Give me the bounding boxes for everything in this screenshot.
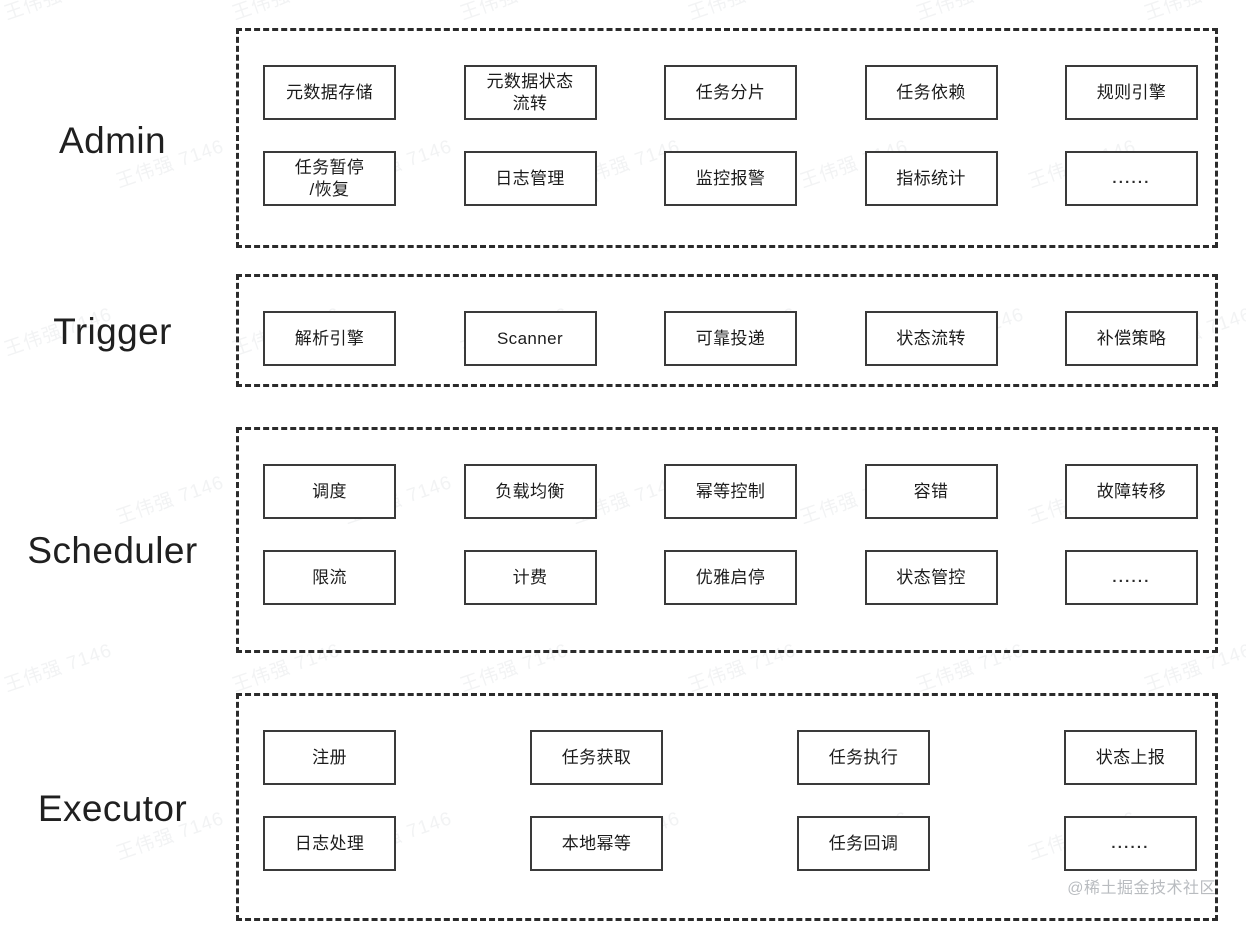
- item-label: 元数据存储: [286, 82, 373, 102]
- item-box-more[interactable]: ......: [1065, 550, 1198, 605]
- item-box[interactable]: 幂等控制: [664, 464, 797, 519]
- item-box[interactable]: 优雅启停: [664, 550, 797, 605]
- item-label: 容错: [913, 481, 949, 501]
- item-label: 状态上报: [1095, 747, 1166, 767]
- item-box[interactable]: 任务回调: [797, 816, 930, 871]
- item-box[interactable]: 限流: [263, 550, 396, 605]
- item-label: 本地幂等: [561, 833, 632, 853]
- item-label: 补偿策略: [1096, 328, 1167, 348]
- layer-container-executor: 注册 任务获取 任务执行 状态上报日志处理 本地幂等 任务回调......: [236, 693, 1218, 921]
- item-label: 故障转移: [1096, 481, 1167, 501]
- item-label: 任务分片: [695, 82, 766, 102]
- item-label: 规则引擎: [1096, 82, 1167, 102]
- item-box-more[interactable]: ......: [1065, 151, 1198, 206]
- item-box[interactable]: 容错: [864, 464, 998, 519]
- item-label: 限流: [312, 567, 347, 587]
- item-box[interactable]: 元数据状态 流转: [463, 65, 597, 120]
- item-label: 任务获取: [561, 747, 632, 767]
- layer-container-admin: 元数据存储 元数据状态 流转 任务分片 任务依赖 规则引擎任务暂停 /恢复 日志管理 监控报…: [236, 28, 1218, 248]
- item-box[interactable]: 计费: [463, 550, 597, 605]
- item-box[interactable]: 故障转移: [1065, 464, 1198, 519]
- layer-label-admin: Admin: [59, 120, 166, 161]
- watermark-text: 王伟强 7146: [1, 640, 115, 697]
- item-box[interactable]: 调度: [263, 464, 396, 519]
- item-box[interactable]: Scanner: [463, 311, 597, 366]
- layer-label-scheduler: Scheduler: [27, 530, 198, 571]
- item-box[interactable]: 可靠投递: [664, 311, 797, 366]
- item-label: ......: [1112, 568, 1151, 586]
- item-label: 指标统计: [896, 168, 966, 188]
- item-box[interactable]: 规则引擎: [1065, 65, 1198, 120]
- item-box[interactable]: 解析引擎: [263, 311, 396, 366]
- item-label: 元数据状态 流转: [486, 71, 574, 113]
- community-credit: @稀土掘金技术社区: [1067, 880, 1216, 897]
- item-label: 日志管理: [495, 168, 565, 188]
- item-label: 日志处理: [294, 833, 365, 853]
- watermark-text: 王伟强 7146: [228, 0, 343, 26]
- item-box[interactable]: 本地幂等: [530, 816, 663, 871]
- item-label: 解析引擎: [294, 328, 365, 348]
- layer-label-trigger: Trigger: [53, 311, 172, 352]
- item-label: 任务回调: [828, 833, 899, 853]
- item-box[interactable]: 任务执行: [797, 730, 930, 785]
- item-box[interactable]: 任务获取: [530, 730, 663, 785]
- item-label: ......: [1112, 169, 1151, 187]
- item-label: 负载均衡: [495, 481, 565, 501]
- layer-label-executor: Executor: [37, 788, 188, 829]
- item-label: 幂等控制: [695, 481, 766, 501]
- item-label: 状态流转: [896, 328, 966, 348]
- watermark-text: 王伟强 7146: [684, 0, 799, 26]
- item-box[interactable]: 状态流转: [864, 311, 998, 366]
- item-label: 可靠投递: [695, 328, 766, 348]
- item-box[interactable]: 状态管控: [864, 550, 998, 605]
- item-box[interactable]: 补偿策略: [1065, 311, 1198, 366]
- item-box[interactable]: 指标统计: [864, 151, 998, 206]
- item-box[interactable]: 监控报警: [664, 151, 797, 206]
- item-label: 任务依赖: [896, 82, 966, 102]
- watermark-text: 王伟强 7146: [1140, 0, 1246, 26]
- item-label: 计费: [512, 567, 548, 587]
- item-label: 状态管控: [896, 567, 966, 587]
- item-label: 注册: [312, 747, 347, 767]
- item-box[interactable]: 注册: [263, 730, 396, 785]
- item-label: 监控报警: [695, 168, 766, 188]
- item-label: 优雅启停: [695, 567, 766, 587]
- watermark-text: 王伟强 7146: [912, 0, 1027, 26]
- item-box[interactable]: 任务暂停 /恢复: [263, 151, 396, 206]
- item-box[interactable]: 状态上报: [1064, 730, 1197, 785]
- item-label: 任务暂停 /恢复: [294, 157, 365, 199]
- layer-container-scheduler: 调度 负载均衡 幂等控制 容错 故障转移限流 计费 优雅启停 状态管控......: [236, 427, 1218, 653]
- item-box[interactable]: 元数据存储: [263, 65, 396, 120]
- item-label: Scanner: [496, 328, 564, 348]
- watermark-text: 王伟强 7146: [0, 0, 115, 26]
- item-box[interactable]: 任务依赖: [864, 65, 998, 120]
- item-label: 任务执行: [828, 747, 899, 767]
- item-label: ......: [1111, 834, 1150, 852]
- watermark-text: 王伟强 7146: [456, 0, 571, 26]
- layer-container-trigger: 解析引擎 Scanner 可靠投递 状态流转 补偿策略: [236, 274, 1218, 387]
- item-box[interactable]: 日志管理: [463, 151, 597, 206]
- item-box[interactable]: 日志处理: [263, 816, 396, 871]
- item-box[interactable]: 任务分片: [664, 65, 797, 120]
- item-label: 调度: [312, 481, 347, 501]
- watermark-text: 王伟强 7146: [113, 472, 227, 529]
- item-box[interactable]: 负载均衡: [463, 464, 597, 519]
- item-box-more[interactable]: ......: [1064, 816, 1197, 871]
